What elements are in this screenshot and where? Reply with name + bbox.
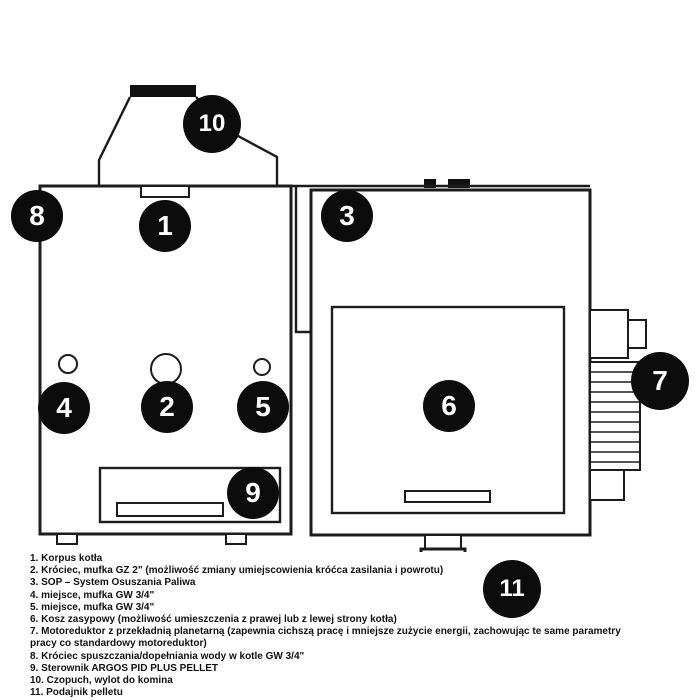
callout-10-number: 10: [198, 110, 226, 137]
legend-item-10: 10. Czopuch, wylot do komina: [30, 675, 173, 687]
callout-11-number: 11: [499, 575, 525, 602]
legend-item-11: 11. Podajnik pelletu: [30, 687, 123, 699]
callout-10: 10: [183, 95, 241, 153]
top-pipe-fittings: [424, 179, 470, 188]
callout-5: 5: [237, 381, 289, 433]
sop-duct: [291, 184, 311, 334]
callout-8: 8: [11, 190, 63, 242]
callout-1: 1: [139, 200, 191, 252]
legend-item-7: 7. Motoreduktor z przekładnią planetarną…: [30, 626, 621, 650]
callout-1-number: 1: [157, 210, 173, 241]
callout-2: 2: [141, 381, 193, 433]
callout-6: 6: [423, 380, 475, 432]
legend-item-5: 5. miejsce, mufka GW 3/4": [30, 601, 155, 613]
callout-7: 7: [631, 352, 689, 410]
callout-3: 3: [321, 190, 373, 242]
boiler-line-drawing: [38, 85, 647, 552]
callout-6-number: 6: [441, 390, 457, 421]
callout-3-number: 3: [339, 200, 355, 231]
callout-4: 4: [38, 382, 90, 434]
callout-9: 9: [227, 467, 279, 519]
legend-item-9: 9. Sterownik ARGOS PID PLUS PELLET: [30, 662, 218, 674]
callout-11: 11: [483, 560, 541, 618]
callout-5-number: 5: [255, 391, 271, 422]
callout-8-number: 8: [29, 200, 45, 231]
legend: 1. Korpus kotła 2. Króciec, mufka GZ 2" …: [30, 553, 622, 699]
callout-4-number: 4: [56, 392, 72, 423]
callout-2-number: 2: [159, 391, 175, 422]
legend-item-2: 2. Króciec, mufka GZ 2" (możliwość zmian…: [30, 565, 444, 577]
boiler-ports: [58, 353, 271, 385]
callout-7-number: 7: [652, 365, 668, 396]
fuel-hopper: [309, 184, 592, 537]
callout-9-number: 9: [245, 477, 261, 508]
legend-item-8: 8. Króciec spuszczania/dopełniania wody …: [30, 650, 305, 662]
chimney-cap: [130, 85, 196, 97]
legend-item-4: 4. miejsce, mufka GW 3/4": [30, 589, 155, 601]
gear-motor: [589, 309, 647, 501]
legend-item-3: 3. SOP – System Osuszania Paliwa: [30, 577, 196, 589]
legend-item-6: 6. Kosz zasypowy (możliwość umieszczenia…: [30, 614, 397, 626]
pellet-feeder: [419, 534, 467, 552]
legend-item-1: 1. Korpus kotła: [30, 553, 103, 564]
